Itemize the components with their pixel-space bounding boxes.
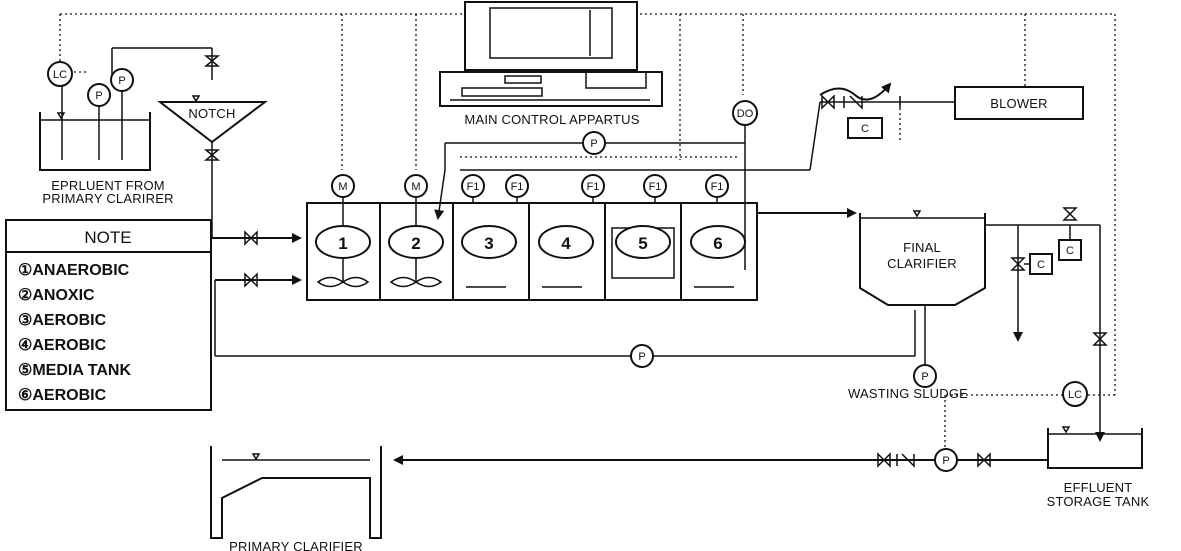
mixer-motor-2: M bbox=[404, 174, 428, 198]
tank-4-label: 4 bbox=[538, 225, 594, 259]
wasting-sludge-label: WASTING SLUDGE bbox=[848, 386, 968, 401]
air-header bbox=[460, 101, 955, 203]
svg-text:2: 2 bbox=[411, 234, 420, 253]
primary-clarifier: PRIMARY CLARIFIER bbox=[210, 446, 382, 551]
svg-text:M: M bbox=[411, 181, 420, 193]
storage-tank-label-2: STORAGE TANK bbox=[1047, 494, 1150, 509]
flow-meter-f1-c: F1 bbox=[581, 174, 605, 198]
svg-text:F1: F1 bbox=[711, 181, 724, 193]
svg-text:5: 5 bbox=[638, 234, 647, 253]
svg-text:LC: LC bbox=[53, 69, 67, 81]
svg-text:F1: F1 bbox=[587, 181, 600, 193]
svg-text:DO: DO bbox=[737, 108, 754, 120]
svg-text:LC: LC bbox=[1068, 389, 1082, 401]
note-item-4: ④AEROBIC bbox=[18, 337, 107, 354]
note-legend: NOTE ①ANAEROBIC ②ANOXIC ③AEROBIC ④AEROBI… bbox=[5, 219, 212, 411]
flow-meter-f1-b: F1 bbox=[505, 174, 529, 198]
svg-text:1: 1 bbox=[338, 234, 347, 253]
primary-clarifier-label: PRIMARY CLARIFIER bbox=[229, 539, 363, 551]
transfer-pump: P bbox=[934, 448, 958, 472]
air-valve-controller: C bbox=[861, 123, 869, 135]
final-clarifier-label-2: CLARIFIER bbox=[887, 256, 957, 271]
svg-text:C: C bbox=[1066, 245, 1074, 257]
effluent-valve-controller-2: C bbox=[1058, 239, 1082, 261]
effluent-valve-controller-1: C bbox=[1029, 253, 1053, 275]
svg-text:F1: F1 bbox=[467, 181, 480, 193]
influent-tank: EPRLUENT FROM PRIMARY CLARIRER bbox=[39, 47, 221, 206]
influent-level-controller: LC bbox=[47, 61, 73, 87]
svg-text:6: 6 bbox=[713, 234, 722, 253]
control-signal-lines bbox=[59, 13, 1116, 450]
flow-meter-f1-e: F1 bbox=[705, 174, 729, 198]
svg-text:P: P bbox=[590, 138, 597, 150]
final-clarifier: FINAL CLARIFIER WASTING SLUDGE bbox=[848, 210, 986, 401]
svg-text:BLOWER: BLOWER bbox=[990, 96, 1048, 111]
notch-label: NOTCH bbox=[188, 106, 235, 121]
svg-text:3: 3 bbox=[484, 234, 493, 253]
svg-text:P: P bbox=[921, 371, 928, 383]
tank-3-label: 3 bbox=[461, 225, 517, 259]
main-control-computer: MAIN CONTROL APPARTUS bbox=[439, 1, 663, 127]
return-sludge-pump: P bbox=[630, 344, 654, 368]
main-control-label: MAIN CONTROL APPARTUS bbox=[464, 112, 639, 127]
svg-text:C: C bbox=[1037, 259, 1045, 271]
mixer-motor-1: M bbox=[331, 174, 355, 198]
svg-text:P: P bbox=[942, 455, 949, 467]
note-title: NOTE bbox=[84, 228, 131, 247]
tank-2-label: 2 bbox=[388, 225, 444, 259]
svg-text:P: P bbox=[638, 351, 645, 363]
note-item-2: ②ANOXIC bbox=[18, 287, 95, 304]
svg-text:F1: F1 bbox=[511, 181, 524, 193]
wasting-sludge-pump: P bbox=[913, 364, 937, 388]
note-item-6: ⑥AEROBIC bbox=[18, 387, 107, 404]
svg-text:P: P bbox=[95, 90, 102, 102]
blower: BLOWER bbox=[954, 86, 1084, 120]
tank-6-label: 6 bbox=[690, 225, 746, 259]
notch-weir: NOTCH bbox=[157, 95, 302, 246]
flow-meter-f1-a: F1 bbox=[461, 174, 485, 198]
return-sludge-line bbox=[214, 272, 916, 357]
effluent-storage-tank: EFFLUENT STORAGE TANK bbox=[1047, 426, 1150, 509]
do-sensor: DO bbox=[732, 100, 758, 126]
tank-1-label: 1 bbox=[315, 225, 371, 259]
influent-pump-2: P bbox=[87, 83, 111, 107]
note-item-5: ⑤MEDIA TANK bbox=[18, 362, 131, 379]
flow-meter-f1-d: F1 bbox=[643, 174, 667, 198]
final-clarifier-label-1: FINAL bbox=[903, 240, 941, 255]
note-item-3: ③AEROBIC bbox=[18, 312, 107, 329]
svg-text:4: 4 bbox=[561, 234, 571, 253]
tank-5-label: 5 bbox=[615, 225, 671, 259]
reactor-train bbox=[306, 186, 758, 301]
blower-air-valves: C bbox=[819, 82, 901, 139]
influent-pump-1: P bbox=[110, 68, 134, 92]
storage-tank-label-1: EFFLUENT bbox=[1064, 480, 1133, 495]
svg-text:P: P bbox=[118, 75, 125, 87]
svg-text:M: M bbox=[338, 181, 347, 193]
svg-text:F1: F1 bbox=[649, 181, 662, 193]
influent-label-line1: EPRLUENT FROM bbox=[51, 178, 165, 193]
internal-recycle-pump: P bbox=[582, 131, 606, 155]
influent-label-line2: PRIMARY CLARIRER bbox=[42, 191, 173, 206]
clarifier-effluent-piping bbox=[985, 207, 1108, 442]
storage-level-controller: LC bbox=[1062, 381, 1088, 407]
note-item-1: ①ANAEROBIC bbox=[18, 262, 130, 279]
